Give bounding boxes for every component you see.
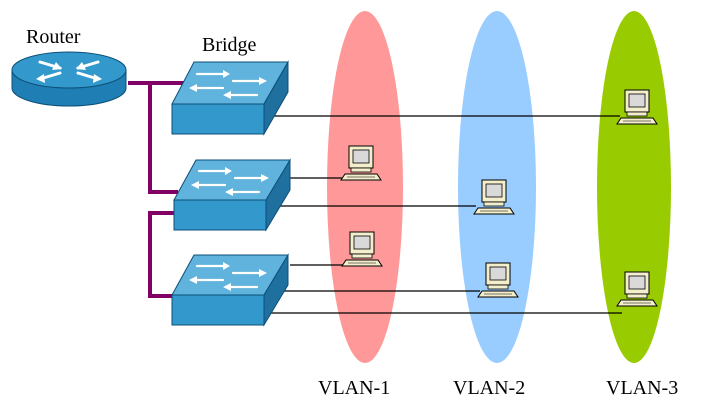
access-links <box>264 115 622 314</box>
vlan-1-zone <box>327 11 403 363</box>
vlan-3-label: VLAN-3 <box>606 377 678 399</box>
router-icon <box>11 51 127 107</box>
switch-icon <box>173 158 291 232</box>
switch-icon <box>171 60 289 136</box>
trunk-links <box>128 81 188 298</box>
vlan-3-zone <box>597 11 671 363</box>
vlan-2-label: VLAN-2 <box>453 377 525 399</box>
router-label: Router <box>26 26 81 48</box>
switch-icon <box>171 253 289 327</box>
bridge-label: Bridge <box>202 34 257 56</box>
vlan-1-label: VLAN-1 <box>318 377 390 399</box>
